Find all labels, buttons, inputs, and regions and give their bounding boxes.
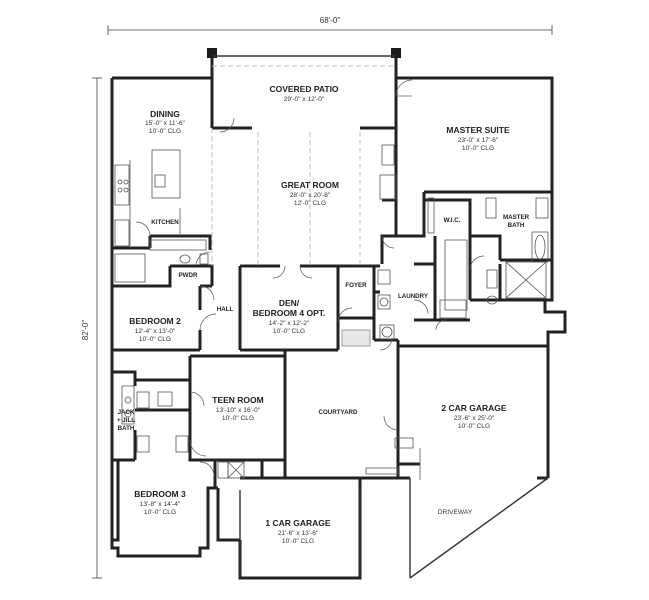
pwdr-name: PWDR	[179, 272, 198, 279]
room-dining: DINING 15'-0" x 11'-6" 10'-0" CLG	[145, 109, 186, 135]
master-bath-line2: BATH	[508, 222, 525, 229]
room-jack-jill-bath: JACK + JILL BATH	[117, 409, 135, 432]
courtyard-name: COURTYARD	[319, 409, 358, 416]
room-wic: W.I.C.	[444, 217, 461, 224]
depth-dimension: 82'-0"	[81, 77, 102, 579]
room-covered-patio: COVERED PATIO 29'-0" x 12'-0"	[269, 84, 338, 103]
kitchen-name: KITCHEN	[151, 219, 179, 226]
dining-size: 15'-0" x 11'-6"	[145, 120, 186, 127]
patio-posts	[207, 48, 401, 58]
garage1-name: 1 CAR GARAGE	[265, 518, 331, 528]
master-suite-ceiling: 10'-0" CLG	[462, 145, 494, 152]
overall-depth-label: 82'-0"	[81, 320, 90, 341]
garage1-ceiling: 10'-0" CLG	[282, 538, 314, 545]
garage1-size: 21'-6" x 13'-6"	[278, 530, 319, 537]
room-great-room: GREAT ROOM 28'-0" x 20'-8" 12'-0" CLG	[281, 180, 339, 207]
great-room-ceiling: 12'-0" CLG	[294, 200, 326, 207]
driveway-name: DRIVEWAY	[438, 509, 473, 516]
room-bedroom-2: BEDROOM 2 12'-4" x 13'-0" 10'-0" CLG	[129, 316, 181, 343]
room-teen-room: TEEN ROOM 13'-10" x 16'-0" 10'-0" CLG	[212, 395, 263, 422]
overall-width-label: 68'-0"	[320, 16, 341, 25]
room-den: DEN/ BEDROOM 4 OPT. 14'-2" x 12'-2" 10'-…	[253, 298, 326, 335]
dining-name: DINING	[150, 109, 180, 119]
fireplace	[379, 144, 397, 200]
den-size: 14'-2" x 12'-2"	[269, 320, 310, 327]
great-room-beams	[257, 132, 361, 266]
room-pwdr: PWDR	[179, 272, 198, 279]
jack-jill-fixtures	[121, 385, 189, 453]
wic-name: W.I.C.	[444, 217, 461, 224]
covered-patio-name: COVERED PATIO	[269, 84, 338, 94]
jack-jill-line3: BATH	[118, 425, 135, 432]
doors	[135, 79, 485, 477]
teen-room-ceiling: 10'-0" CLG	[222, 415, 254, 422]
master-bath-fixtures	[427, 197, 549, 311]
master-suite-name: MASTER SUITE	[446, 125, 510, 135]
covered-patio-size: 29'-0" x 12'-0"	[284, 96, 325, 103]
master-suite-size: 23'-0" x 17'-6"	[458, 137, 499, 144]
width-dimension: 68'-0"	[107, 13, 553, 35]
bedroom3-name: BEDROOM 3	[134, 489, 186, 499]
hall-name: HALL	[217, 306, 234, 313]
bedroom3-ceiling: 10'-0" CLG	[144, 509, 176, 516]
room-2-car-garage: 2 CAR GARAGE 23'-6" x 25'-0" 10'-0" CLG	[441, 403, 507, 430]
den-ceiling: 10'-0" CLG	[273, 328, 305, 335]
jack-jill-line1: JACK	[118, 409, 135, 416]
room-master-bath: MASTER BATH	[503, 214, 530, 229]
garage2-ceiling: 10'-0" CLG	[458, 423, 490, 430]
great-room-size: 28'-0" x 20'-8"	[290, 192, 331, 199]
room-foyer: FOYER	[345, 282, 367, 289]
dining-ceiling: 10'-0" CLG	[149, 128, 181, 135]
laundry-name: LAUNDRY	[398, 293, 429, 300]
laundry-fixtures	[377, 269, 467, 340]
bedroom3-size: 13'-8" x 14'-4"	[140, 501, 181, 508]
foyer-name: FOYER	[345, 282, 367, 289]
teen-room-size: 13'-10" x 16'-0"	[216, 407, 261, 414]
room-hall: HALL	[217, 306, 234, 313]
bedroom2-ceiling: 10'-0" CLG	[139, 336, 171, 343]
room-1-car-garage: 1 CAR GARAGE 21'-6" x 13'-6" 10'-0" CLG	[265, 518, 331, 545]
foyer-steps	[341, 329, 371, 347]
room-courtyard: COURTYARD	[319, 409, 358, 416]
den-line2: BEDROOM 4 OPT.	[253, 308, 326, 318]
room-master-suite: MASTER SUITE 23'-0" x 17'-6" 10'-0" CLG	[446, 125, 510, 152]
pwdr-fixtures	[179, 253, 209, 265]
garage-fixtures	[217, 437, 421, 480]
room-bedroom-3: BEDROOM 3 13'-8" x 14'-4" 10'-0" CLG	[134, 489, 186, 516]
bedroom2-name: BEDROOM 2	[129, 316, 181, 326]
driveway-edges	[409, 477, 549, 579]
garage2-size: 23'-6" x 25'-0"	[454, 415, 495, 422]
room-kitchen: KITCHEN	[151, 219, 179, 226]
teen-room-name: TEEN ROOM	[212, 395, 263, 405]
area-driveway: DRIVEWAY	[438, 509, 473, 516]
room-laundry: LAUNDRY	[398, 293, 429, 300]
great-room-name: GREAT ROOM	[281, 180, 339, 190]
jack-jill-line2: + JILL	[117, 417, 135, 424]
den-line1: DEN/	[279, 298, 300, 308]
master-bath-line1: MASTER	[503, 214, 530, 221]
garage2-name: 2 CAR GARAGE	[441, 403, 507, 413]
exterior-walls	[110, 56, 567, 580]
bedroom2-size: 12'-4" x 13'-0"	[135, 328, 176, 335]
kitchen-fixtures	[114, 149, 207, 283]
